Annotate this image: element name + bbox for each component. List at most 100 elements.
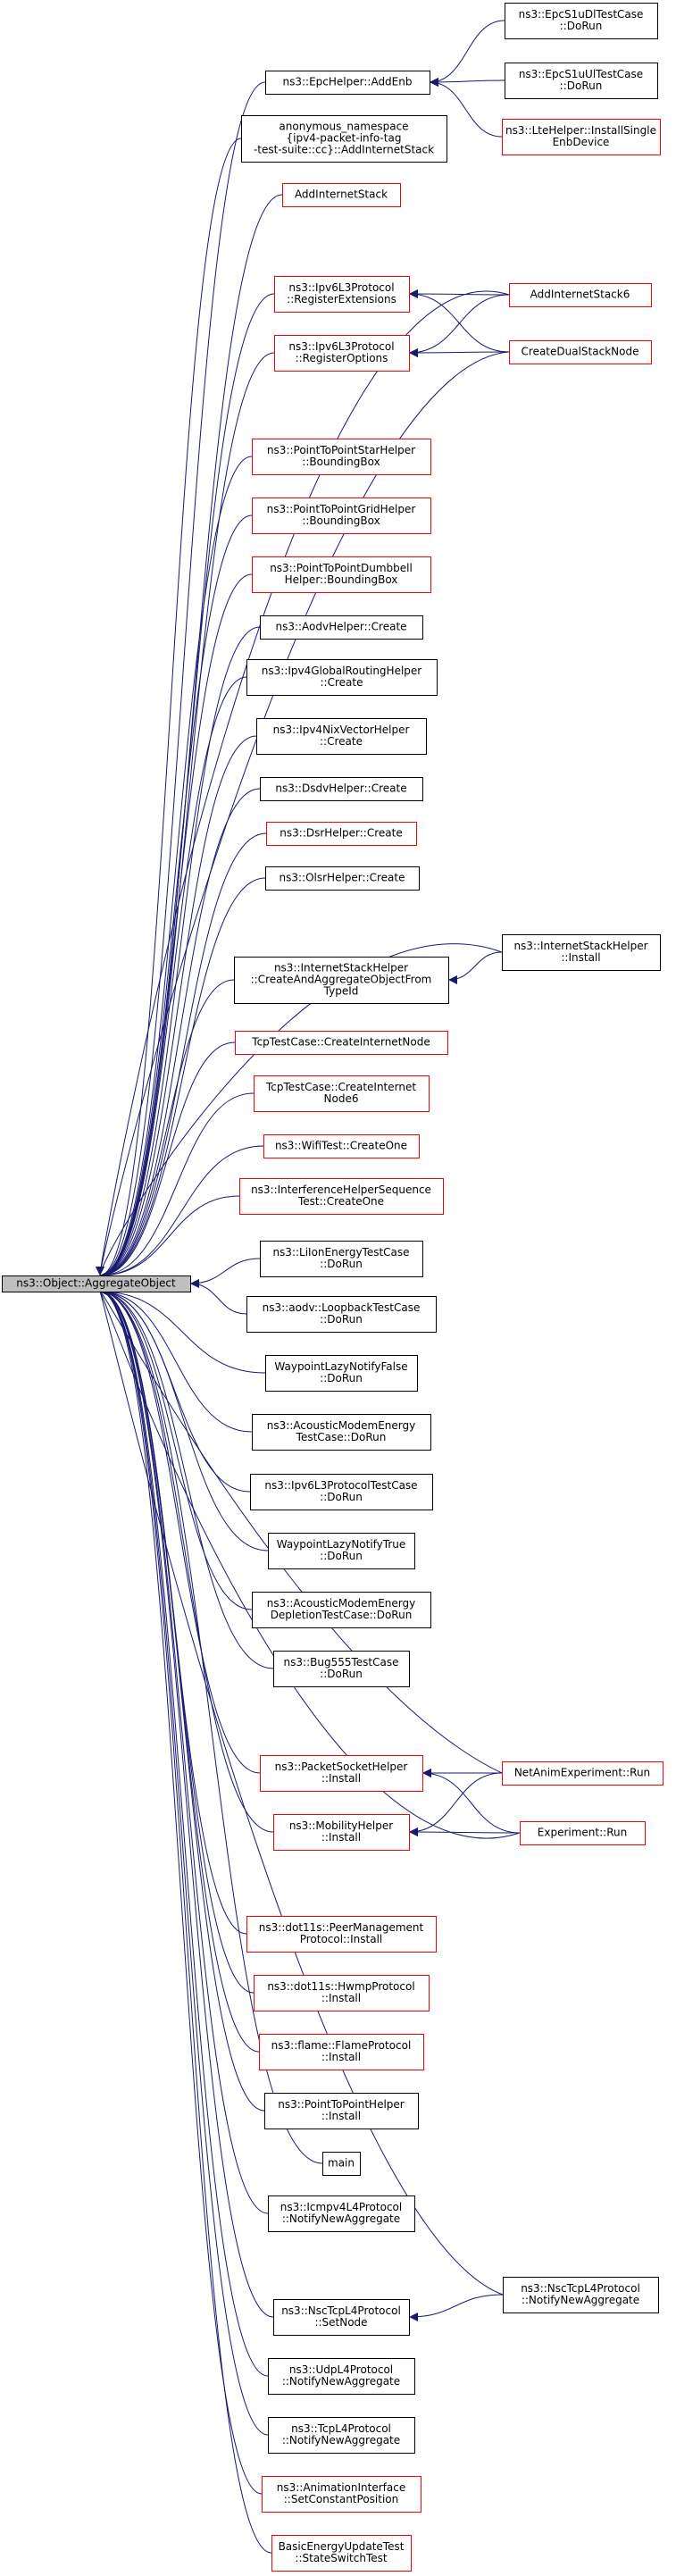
node-udp-notify[interactable]: ns3::UdpL4Protocol::NotifyNewAggregate (268, 2358, 415, 2395)
node-icmpv4[interactable]: ns3::Icmpv4L4Protocol::NotifyNewAggregat… (268, 2195, 415, 2232)
edge-nsc_setnode-to-root (99, 1287, 274, 2318)
node-label-line: ::Install (561, 951, 600, 964)
node-epc-ul[interactable]: ns3::EpcS1uUlTestCase::DoRun (505, 63, 658, 99)
node-aodv-create[interactable]: ns3::AodvHelper::Create (260, 615, 423, 640)
node-label-line: AddInternetStack (295, 188, 388, 201)
node-box (252, 439, 431, 475)
node-netanim-run[interactable]: NetAnimExperiment::Run (502, 1761, 663, 1786)
node-label-line: ::StateSwitchTest (295, 2552, 387, 2564)
edge-interference-to-root (99, 1195, 240, 1280)
node-waypoint-false[interactable]: WaypointLazyNotifyFalse::DoRun (265, 1355, 418, 1392)
node-label-line: ns3::PacketSocketHelper (275, 1761, 408, 1773)
node-label-line: ::Install (321, 1992, 361, 2004)
node-box (505, 3, 658, 39)
edge-ish_create-to-root (99, 979, 235, 1280)
node-label-line: ::BoundingBox (302, 456, 380, 468)
node-add-inet-stack[interactable]: AddInternetStack (282, 183, 401, 207)
edge-ipv4nix_create-to-root (99, 735, 257, 1280)
node-nsc-setnode[interactable]: ns3::NscTcpL4Protocol::SetNode (273, 2299, 410, 2336)
node-box (266, 822, 417, 846)
edge-experiment_run-to-packet_socket (421, 1769, 521, 1834)
node-add-inet-stack6[interactable]: AddInternetStack6 (509, 283, 652, 307)
node-label-line: ns3::OlsrHelper::Create (280, 872, 405, 884)
node-dsdv-create[interactable]: ns3::DsdvHelper::Create (260, 777, 423, 801)
node-tcp-notify[interactable]: ns3::TcpL4Protocol::NotifyNewAggregate (268, 2417, 415, 2454)
node-label-line: ns3::AcousticModemEnergy (267, 1419, 415, 1432)
edge-layer (96, 20, 521, 2554)
edge-create_dual-to-ipv6_regext (408, 289, 510, 353)
node-label-line: ns3::LiIonEnergyTestCase (272, 1246, 409, 1259)
node-label-line: ::Create (320, 735, 363, 748)
node-label-line: BasicEnergyUpdateTest (279, 2540, 405, 2553)
node-epc-addenb[interactable]: ns3::EpcHelper::AddEnb (265, 71, 430, 95)
edge-bug555-to-root (99, 1287, 274, 1669)
node-label-line: ::DoRun (560, 20, 603, 32)
node-box (252, 1414, 431, 1451)
node-label-line: ns3::AnimationInterface (277, 2481, 405, 2494)
node-ipv6-regext[interactable]: ns3::Ipv6L3Protocol::RegisterExtensions (274, 276, 410, 313)
edge-icmpv4-to-root (99, 1287, 269, 2214)
node-ipv4grh-create[interactable]: ns3::Ipv4GlobalRoutingHelper::Create (246, 659, 438, 696)
node-anim-setpos[interactable]: ns3::AnimationInterface::SetConstantPosi… (262, 2476, 421, 2513)
node-label-line: ::BoundingBox (302, 514, 380, 527)
node-ish-install[interactable]: ns3::InternetStackHelper::Install (502, 934, 661, 971)
node-box (268, 1533, 415, 1569)
node-p2p-star[interactable]: ns3::PointToPointStarHelper::BoundingBox (252, 439, 431, 475)
edge-tcp_cin-to-root (99, 1041, 236, 1280)
node-label-line: TcpTestCase::CreateInternetNode (251, 1036, 430, 1049)
node-box (260, 1241, 423, 1277)
node-nsc-notify[interactable]: ns3::NscTcpL4Protocol::NotifyNewAggregat… (503, 2277, 659, 2313)
node-ipv6l3-test[interactable]: ns3::Ipv6L3ProtocolTestCase::DoRun (250, 1474, 433, 1510)
node-packet-socket[interactable]: ns3::PacketSocketHelper::Install (260, 1755, 423, 1792)
node-basic-energy[interactable]: BasicEnergyUpdateTest::StateSwitchTest (271, 2535, 412, 2572)
node-epc-dl[interactable]: ns3::EpcS1uDlTestCase::DoRun (505, 3, 658, 39)
node-box (268, 2417, 415, 2454)
node-interference[interactable]: ns3::InterferenceHelperSequenceTest::Cre… (239, 1178, 444, 1215)
node-box (259, 2034, 424, 2070)
node-dot11s-peer[interactable]: ns3::dot11s::PeerManagementProtocol::Ins… (246, 1916, 437, 1953)
node-wifi-createone[interactable]: ns3::WifiTest::CreateOne (263, 1134, 420, 1158)
node-box (235, 1031, 448, 1055)
node-dsr-create[interactable]: ns3::DsrHelper::Create (266, 822, 417, 846)
node-liion[interactable]: ns3::LiIonEnergyTestCase::DoRun (260, 1241, 423, 1277)
node-box (273, 1814, 410, 1851)
node-p2p-dumbbell[interactable]: ns3::PointToPointDumbbellHelper::Boundin… (252, 556, 431, 593)
edge-aodv_create-to-root (99, 626, 261, 1280)
node-tcp-cin[interactable]: TcpTestCase::CreateInternetNode (235, 1031, 448, 1055)
node-p2p-grid[interactable]: ns3::PointToPointGridHelper::BoundingBox (252, 498, 431, 534)
node-main[interactable]: main (322, 2152, 361, 2176)
node-label-line: ::Create (321, 676, 363, 689)
node-ipv6-regopt[interactable]: ns3::Ipv6L3Protocol::RegisterOptions (274, 335, 410, 372)
edge-nsc_notify-to-nsc_setnode (408, 2294, 504, 2321)
node-waypoint-true[interactable]: WaypointLazyNotifyTrue::DoRun (268, 1533, 415, 1569)
node-label-line: Experiment::Run (538, 1827, 627, 1839)
node-bug555[interactable]: ns3::Bug555TestCase::DoRun (273, 1651, 410, 1687)
node-create-dual[interactable]: CreateDualStackNode (509, 340, 652, 364)
node-ish-create[interactable]: ns3::InternetStackHelper::CreateAndAggre… (234, 957, 449, 1004)
edge-p2p_star-to-root (99, 456, 253, 1280)
node-experiment-run[interactable]: Experiment::Run (520, 1821, 646, 1845)
node-ipv4nix-create[interactable]: ns3::Ipv4NixVectorHelper::Create (256, 718, 427, 755)
edge-nsc_notify-to-root (96, 1282, 504, 2296)
node-anon-ns[interactable]: anonymous_namespace{ipv4-packet-info-tag… (241, 115, 447, 163)
node-label-line: ns3::dot11s::PeerManagement (259, 1921, 424, 1934)
root-node[interactable]: ns3::Object::AggregateObject (2, 1275, 191, 1292)
node-dot11s-hwmp[interactable]: ns3::dot11s::HwmpProtocol::Install (254, 1975, 430, 2011)
node-olsr-create[interactable]: ns3::OlsrHelper::Create (265, 866, 420, 891)
node-mobility-install[interactable]: ns3::MobilityHelper::Install (273, 1814, 410, 1851)
node-label-line: ns3::DsrHelper::Create (280, 827, 402, 840)
node-p2p-helper[interactable]: ns3::PointToPointHelper::Install (264, 2093, 419, 2129)
node-label-line: AddInternetStack6 (530, 289, 630, 301)
node-acoustic-depletion[interactable]: ns3::AcousticModemEnergyDepletionTestCas… (252, 1592, 431, 1628)
node-label-line: ns3::Bug555TestCase (284, 1656, 399, 1669)
node-label-line: EnbDevice (553, 136, 610, 148)
node-aodv-loop[interactable]: ns3::aodv::LoopbackTestCase::DoRun (246, 1296, 437, 1333)
node-box (252, 1592, 431, 1628)
node-flame[interactable]: ns3::flame::FlameProtocol::Install (259, 2034, 424, 2070)
node-label-line: ns3::aodv::LoopbackTestCase (263, 1301, 421, 1314)
edge-ish_install-to-ish_create (447, 951, 503, 984)
